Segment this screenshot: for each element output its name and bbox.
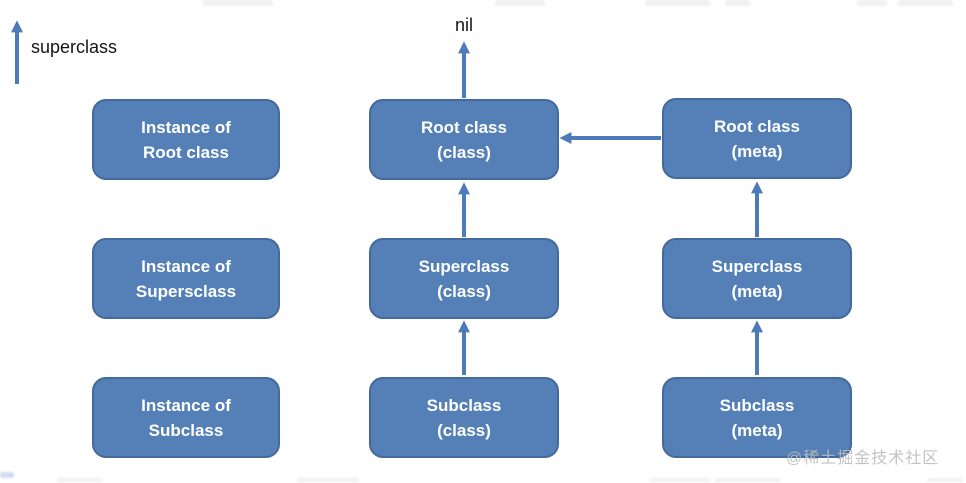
edge-artifact (857, 0, 887, 6)
node-label-line1: Root class (714, 116, 800, 136)
edge-artifact (650, 478, 710, 482)
node-root-class-meta: Root class (meta) (662, 98, 852, 179)
edge-artifact (725, 0, 750, 6)
edge-artifact (898, 0, 953, 6)
edge-artifact (645, 0, 710, 6)
node-subclass-meta: Subclass (meta) (662, 377, 852, 458)
node-instance-of-supersclass: Instance of Supersclass (92, 238, 280, 319)
node-label-line2: (meta) (731, 141, 783, 161)
node-label-line1: Instance of (141, 117, 231, 137)
node-label-line2: Supersclass (135, 281, 237, 301)
edge-artifact (57, 478, 102, 482)
node-superclass-meta: Superclass (meta) (662, 238, 852, 319)
node-label-line1: Subclass (719, 395, 795, 415)
legend-label: superclass (31, 37, 118, 57)
node-label-line2: (class) (437, 420, 491, 440)
node-label-line1: Instance of (141, 395, 231, 415)
edge-artifact (927, 478, 963, 482)
node-label-line2: (class) (437, 281, 491, 301)
edge-artifact (495, 0, 545, 6)
node-superclass-class: Superclass (class) (369, 238, 559, 319)
node-label-line1: Instance of (141, 256, 231, 276)
node-label-line1: Superclass (711, 256, 803, 276)
node-label-line2: (meta) (731, 420, 783, 440)
node-label-line1: Subclass (426, 395, 502, 415)
edge-artifact (203, 0, 273, 6)
nil-label: nil (454, 15, 473, 35)
node-instance-of-root-class: Instance of Root class (92, 99, 280, 180)
node-label-line2: (meta) (731, 281, 783, 301)
node-label-line1: Root class (421, 117, 507, 137)
node-subclass-class: Subclass (class) (369, 377, 559, 458)
edge-artifact (715, 478, 780, 482)
edge-artifact (297, 478, 359, 482)
node-root-class-class: Root class (class) (369, 99, 559, 180)
edge-artifact (0, 472, 14, 478)
node-label-line2: Subclass (148, 420, 224, 440)
node-label-line2: Root class (143, 142, 229, 162)
node-label-line2: (class) (437, 142, 491, 162)
node-label-line1: Superclass (418, 256, 510, 276)
node-instance-of-subclass: Instance of Subclass (92, 377, 280, 458)
watermark: @稀土掘金技术社区 (786, 450, 940, 467)
